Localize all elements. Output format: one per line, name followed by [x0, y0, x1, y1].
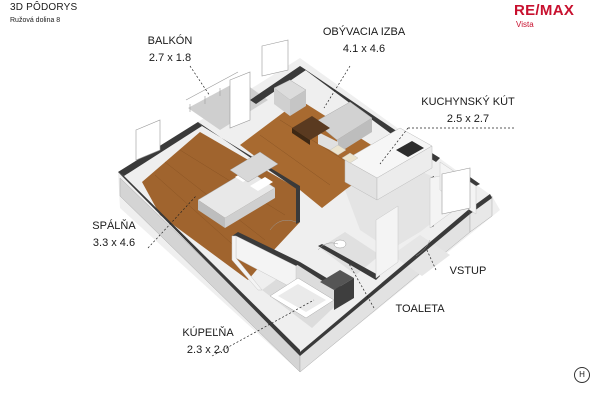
washing-machine	[320, 270, 354, 310]
wall-tops	[118, 66, 492, 356]
room-dims-obyvacia: 4.1 x 4.6	[342, 43, 386, 55]
room-label-obyvacia: OBÝVACIA IZBA	[322, 26, 406, 38]
room-label-kupelna: KÚPEĽŇA	[182, 327, 234, 339]
entrance-floor	[392, 235, 450, 276]
bed	[197, 151, 279, 228]
orientation-marker: H	[574, 367, 590, 383]
armchair	[273, 79, 307, 116]
toilet-fixture	[333, 239, 347, 249]
room-label-toaleta: TOALETA	[395, 303, 445, 315]
leader-lines	[147, 65, 514, 357]
room-dims-kupelna: 2.3 x 2.0	[186, 344, 230, 356]
kitchen-counter	[344, 127, 433, 201]
address-subtitle: Ružová dolina 8	[10, 17, 61, 24]
coffee-table	[292, 116, 330, 145]
windows	[135, 39, 471, 215]
page-title: 3D PÔDORYS	[10, 2, 78, 13]
dining-chairs	[329, 144, 359, 164]
room-dims-spalna: 3.3 x 4.6	[92, 237, 136, 249]
room-dims-balkon: 2.7 x 1.8	[148, 52, 192, 64]
room-label-balkon: BALKÓN	[147, 35, 193, 47]
room-dims-kuchyna: 2.5 x 2.7	[446, 113, 490, 125]
brand-logo-sub: Vista	[516, 20, 534, 29]
room-label-vstup: VSTUP	[449, 265, 487, 277]
room-label-kuchyna: KUCHYNSKÝ KÚT	[421, 96, 515, 108]
brand-logo: RE/MAX	[514, 2, 575, 19]
door-swings	[269, 220, 431, 257]
room-label-spalna: SPÁLŇA	[92, 220, 136, 232]
